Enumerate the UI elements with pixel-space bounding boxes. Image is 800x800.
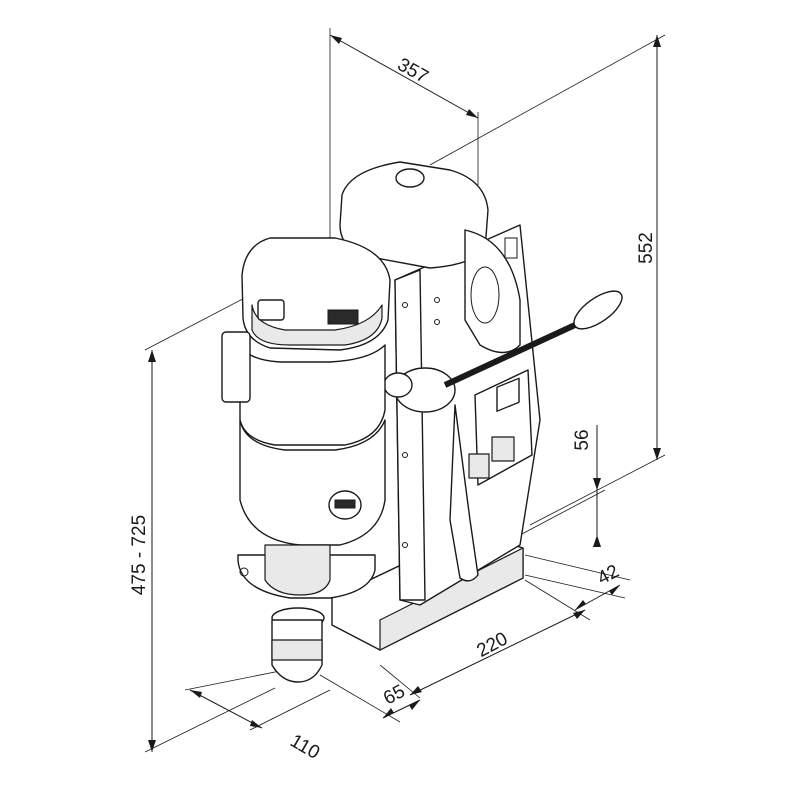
- spindle: [237, 544, 376, 683]
- motor: [221, 237, 391, 546]
- screw: [402, 302, 408, 308]
- arrow-110-a: [190, 690, 202, 698]
- screw: [434, 297, 440, 303]
- arrow-42-a: [575, 600, 586, 610]
- dimension-labels: 357 552 56 475 - 725 42 220 65 110: [129, 54, 657, 764]
- switch-lower[interactable]: [491, 436, 515, 462]
- motor-label: [327, 309, 359, 325]
- label-110: 110: [286, 731, 323, 764]
- arrow-475-b: [148, 740, 156, 752]
- dim-line-220: [409, 609, 586, 696]
- gear-selector-mark: [334, 499, 356, 509]
- rear-housing: [339, 161, 521, 354]
- switch-upper[interactable]: [496, 377, 520, 412]
- arrow-65-a: [383, 708, 394, 718]
- switch-left[interactable]: [468, 453, 490, 479]
- chuck-band: [271, 639, 323, 661]
- dim-line-110: [189, 689, 263, 729]
- motor-vent-band: [251, 304, 383, 346]
- arrow-110-b: [250, 720, 262, 728]
- collar-screw: [239, 567, 249, 577]
- lever-arm: [443, 322, 577, 388]
- label-220: 220: [473, 628, 511, 661]
- screw: [434, 319, 440, 325]
- ext-475-bottom: [144, 687, 276, 753]
- label-357: 357: [394, 54, 432, 88]
- screw: [402, 452, 408, 458]
- screw: [402, 542, 408, 548]
- ext-42-a: [524, 574, 626, 599]
- dim-line-357: [329, 34, 479, 119]
- ext-475-top: [144, 289, 261, 351]
- ext-56: [519, 489, 606, 536]
- arrow-357-a: [330, 35, 342, 44]
- control-panel: [468, 369, 533, 486]
- spindle-housing: [264, 544, 331, 596]
- label-552: 552: [636, 232, 657, 264]
- arrow-56-b: [593, 535, 601, 547]
- feed-lever: [383, 284, 628, 582]
- arrow-65-b: [409, 700, 420, 710]
- lever-grip-right[interactable]: [568, 284, 628, 336]
- label-475-725: 475 - 725: [129, 515, 150, 595]
- arrow-220-b: [573, 610, 585, 619]
- motor-body: [239, 344, 386, 446]
- label-42: 42: [594, 561, 623, 589]
- arrow-56-a: [593, 478, 601, 490]
- cable-clip: [504, 237, 518, 259]
- arrow-552-a: [653, 35, 661, 47]
- arrow-220-a: [410, 686, 422, 695]
- motor-side-switch[interactable]: [221, 331, 251, 403]
- lever-grip-down[interactable]: [449, 404, 479, 582]
- knob-top: [395, 168, 425, 188]
- arrow-357-b: [466, 109, 478, 118]
- arrow-475-a: [148, 350, 156, 362]
- rear-motor-side: [464, 229, 521, 354]
- label-56: 56: [572, 429, 593, 450]
- ext-552-top: [429, 34, 666, 166]
- rear-opening: [470, 266, 500, 324]
- arrow-42-b: [609, 585, 620, 595]
- hub-cap: [383, 372, 413, 398]
- drill-machine: [221, 161, 628, 683]
- dimension-lines: [144, 28, 666, 753]
- ext-110-b: [249, 689, 331, 731]
- arrow-552-b: [653, 448, 661, 460]
- motor-vent: [257, 299, 285, 321]
- column-rail: [394, 269, 426, 601]
- ext-42-b: [524, 554, 631, 581]
